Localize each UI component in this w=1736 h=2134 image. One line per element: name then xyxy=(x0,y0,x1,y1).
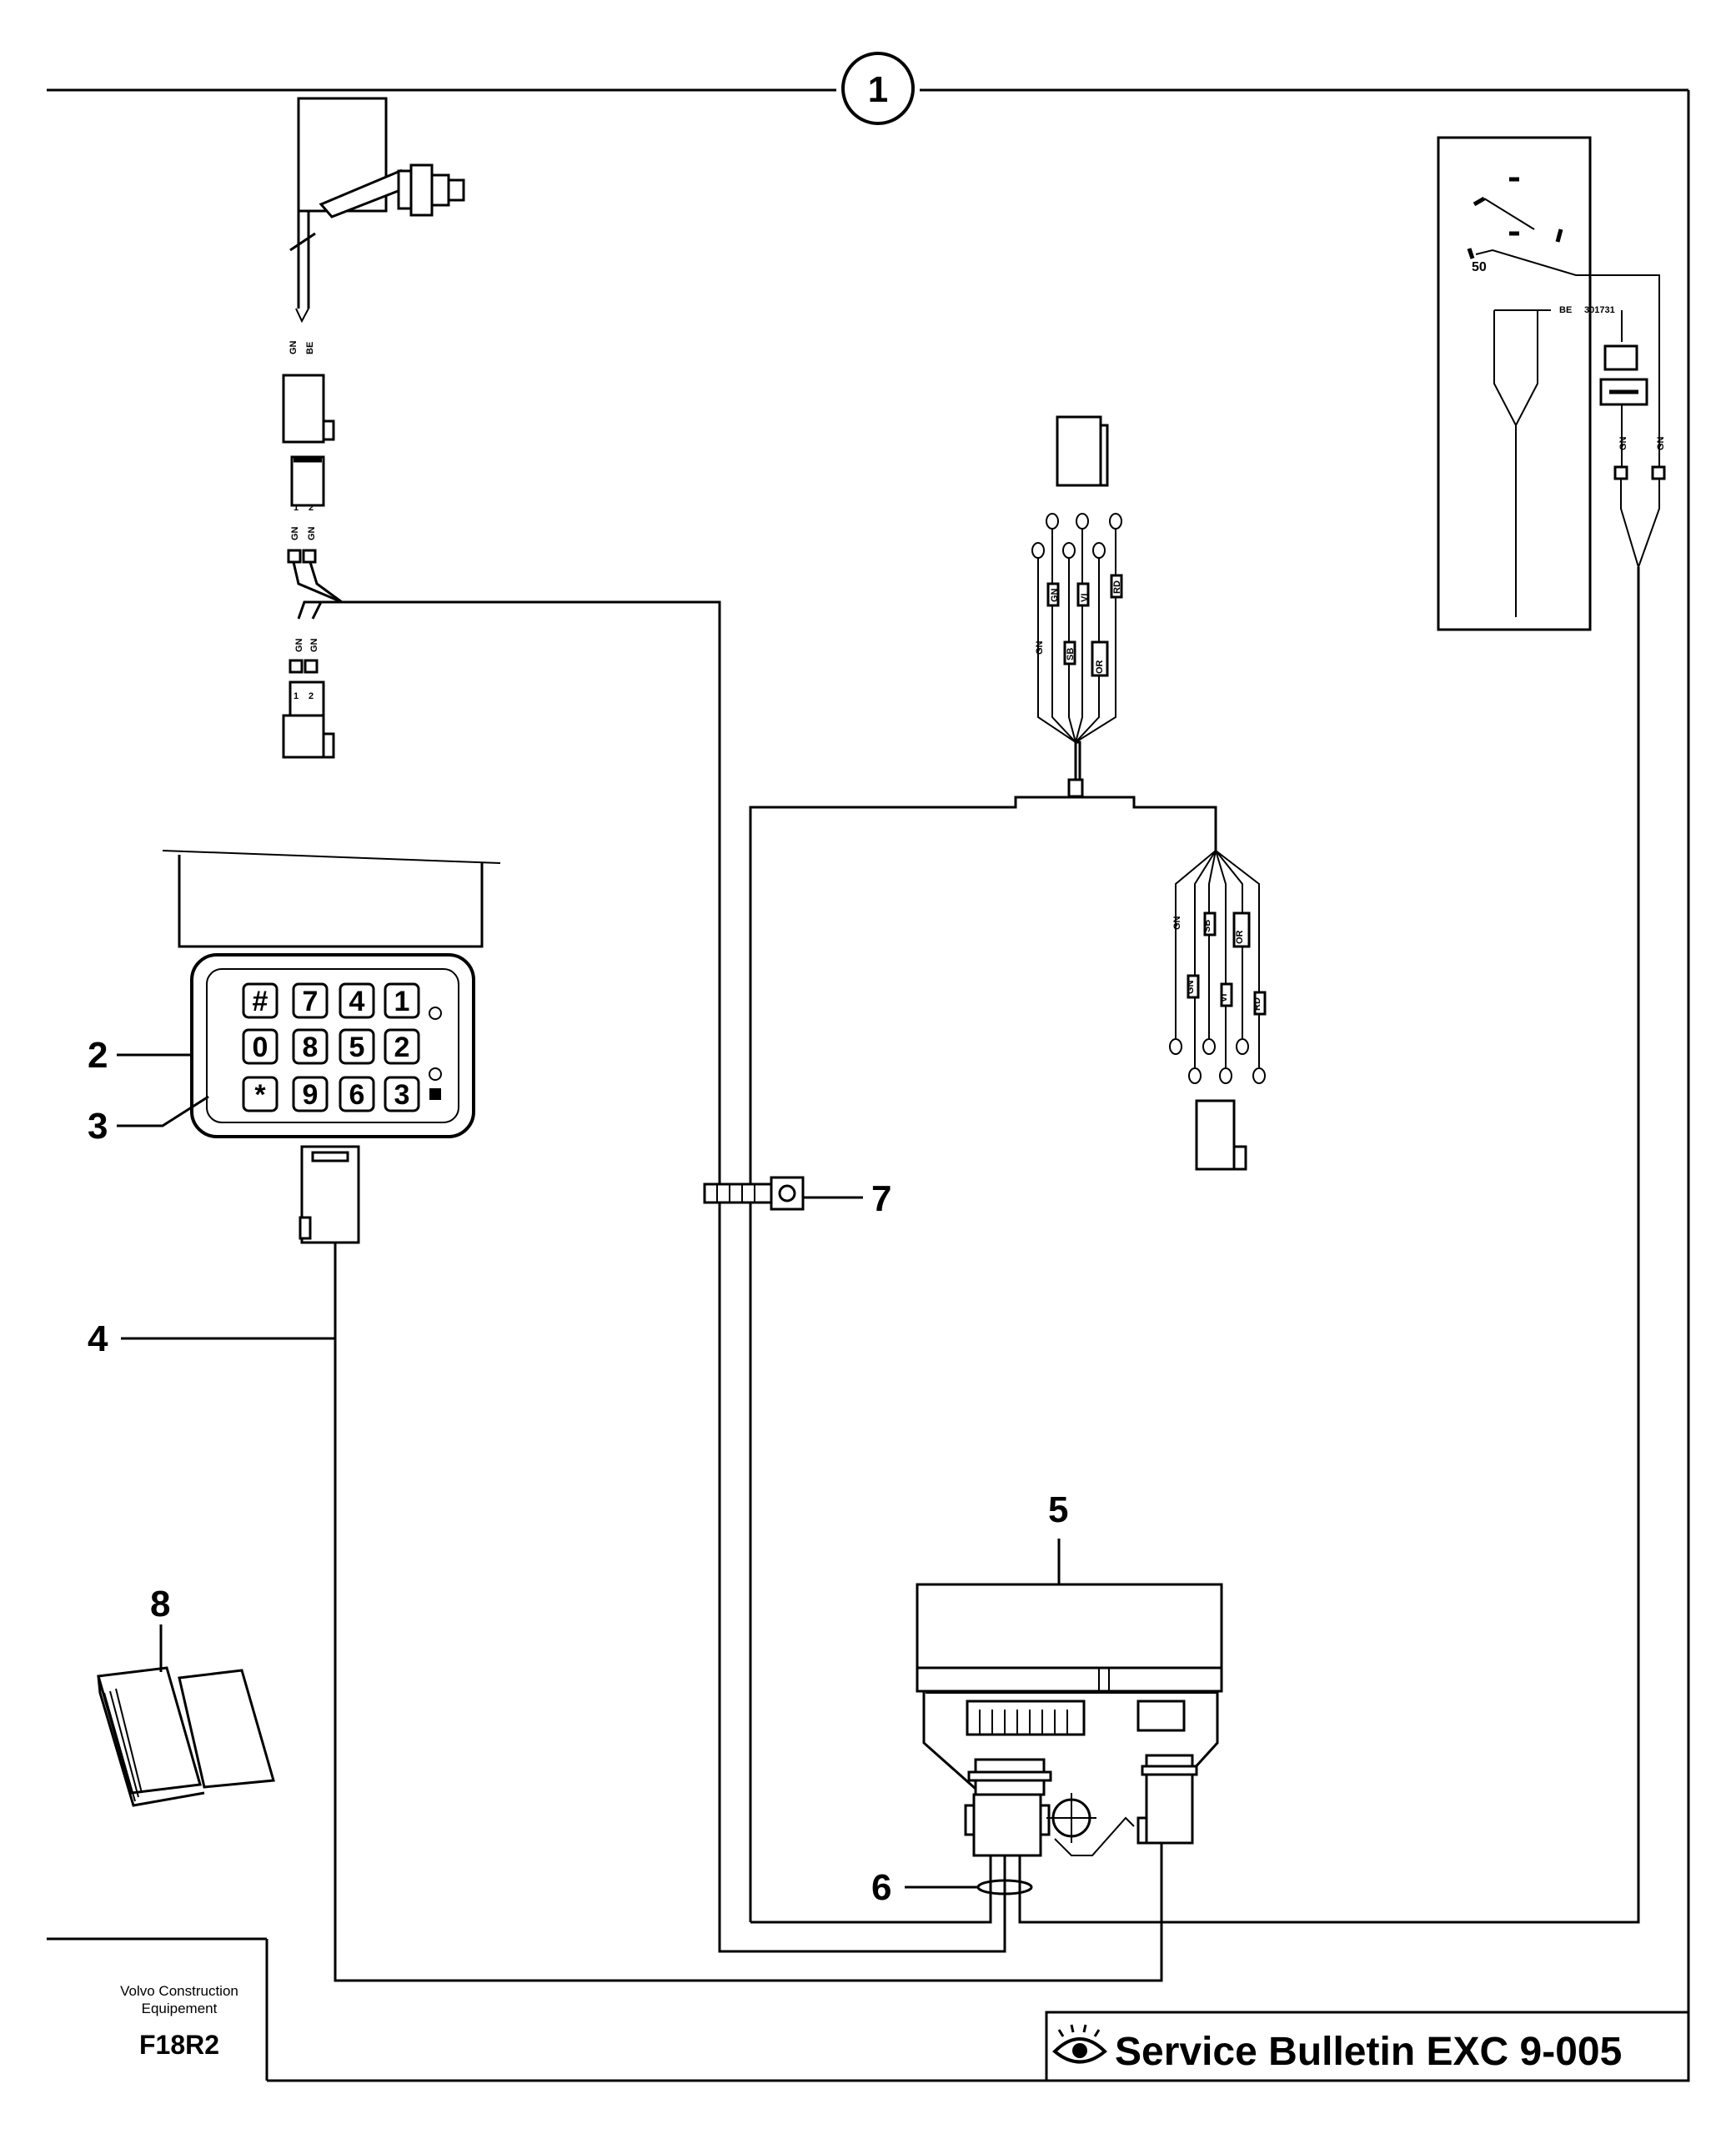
svg-text:6: 6 xyxy=(871,1867,891,1908)
key-5: 5 xyxy=(349,1032,365,1063)
bulletin-title: Service Bulletin EXC 9-005 xyxy=(1115,2030,1622,2074)
company-block: Volvo Construction Equipement F18R2 xyxy=(120,1983,238,2060)
svg-text:GN: GN xyxy=(1035,640,1045,655)
bulletin-title-block: Service Bulletin EXC 9-005 xyxy=(1045,2011,1690,2082)
svg-text:RD: RD xyxy=(1112,580,1122,594)
svg-text:3: 3 xyxy=(88,1106,108,1147)
svg-text:VI: VI xyxy=(1219,994,1229,1002)
svg-text:GN: GN xyxy=(1618,436,1628,450)
callout-8: 8 xyxy=(150,1584,170,1672)
svg-text:GN: GN xyxy=(307,526,317,540)
svg-text:GN: GN xyxy=(309,638,319,652)
svg-text:GN: GN xyxy=(1172,916,1182,930)
key-2: 2 xyxy=(394,1032,410,1063)
keypad-assembly: # 7 4 1 0 8 5 2 * 9 6 3 xyxy=(162,850,501,1244)
key-1: 1 xyxy=(394,986,410,1017)
eye-icon xyxy=(1052,2024,1107,2064)
svg-text:8: 8 xyxy=(150,1584,170,1624)
svg-text:SB: SB xyxy=(1066,648,1076,660)
svg-text:GN: GN xyxy=(1050,588,1060,602)
svg-text:BE: BE xyxy=(1559,305,1572,315)
key-6: 6 xyxy=(349,1079,365,1111)
switch-bracket-assembly: GN BE 1 2 GN GN GN GN 1 2 xyxy=(282,97,465,759)
key-9: 9 xyxy=(303,1079,319,1111)
key-8: 8 xyxy=(303,1032,319,1063)
key-3: 3 xyxy=(394,1079,410,1111)
svg-text:2: 2 xyxy=(88,1035,108,1076)
key-4: 4 xyxy=(349,986,365,1017)
svg-text:RD: RD xyxy=(1252,997,1262,1011)
keypad-row-2: 0 8 5 2 xyxy=(242,1028,420,1065)
svg-text:GN: GN xyxy=(288,340,299,354)
relay-panel: 50 BE 301731 GN GN xyxy=(1437,136,1666,631)
splice-connector-upper: GN GN VI RD SB OR xyxy=(1031,415,1123,798)
key-7: 7 xyxy=(303,986,319,1017)
svg-text:GN: GN xyxy=(1656,436,1666,450)
control-unit xyxy=(916,1583,1223,1895)
keypad-indicator xyxy=(429,1088,441,1100)
keypad-row-1: # 7 4 1 xyxy=(242,982,420,1019)
svg-text:OR: OR xyxy=(1235,930,1245,944)
svg-text:50: 50 xyxy=(1472,260,1487,274)
svg-text:7: 7 xyxy=(871,1178,891,1219)
svg-text:5: 5 xyxy=(1048,1489,1068,1530)
svg-text:2: 2 xyxy=(309,691,314,701)
svg-text:301731: 301731 xyxy=(1584,305,1615,315)
manual-book-icon xyxy=(97,1666,275,1807)
part-number: F18R2 xyxy=(139,2030,219,2060)
callout-6: 6 xyxy=(871,1867,978,1908)
svg-text:SB: SB xyxy=(1202,920,1212,932)
svg-text:1: 1 xyxy=(868,69,888,110)
callout-7: 7 xyxy=(803,1178,891,1219)
callout-2: 2 xyxy=(88,1035,193,1076)
keypad-led-upper xyxy=(429,1007,442,1020)
company-line-2: Equipement xyxy=(142,2001,218,2016)
keypad-led-lower xyxy=(429,1067,442,1081)
keypad-row-3: * 9 6 3 xyxy=(242,1076,420,1112)
callout-5: 5 xyxy=(1048,1489,1068,1584)
svg-text:2: 2 xyxy=(309,503,314,513)
keypad-housing xyxy=(190,953,475,1138)
callout-4: 4 xyxy=(88,1318,335,1359)
key-0: 0 xyxy=(253,1032,268,1063)
key-star: * xyxy=(254,1079,266,1111)
svg-text:GN: GN xyxy=(290,526,300,540)
cable-tie xyxy=(703,1176,805,1211)
svg-text:BE: BE xyxy=(305,342,315,354)
callout-1: 1 xyxy=(841,52,915,125)
splice-connector-lower: GN SB OR GN VI RD xyxy=(1169,850,1267,1171)
key-hash: # xyxy=(253,986,268,1017)
svg-text:1: 1 xyxy=(294,691,299,701)
svg-text:4: 4 xyxy=(88,1318,108,1359)
svg-text:GN: GN xyxy=(294,638,304,652)
callout-3: 3 xyxy=(88,1095,209,1147)
company-line-1: Volvo Construction xyxy=(120,1983,238,1999)
svg-text:1: 1 xyxy=(294,503,299,513)
svg-text:VI: VI xyxy=(1080,594,1090,602)
svg-text:GN: GN xyxy=(1186,980,1196,994)
svg-text:OR: OR xyxy=(1095,660,1105,674)
